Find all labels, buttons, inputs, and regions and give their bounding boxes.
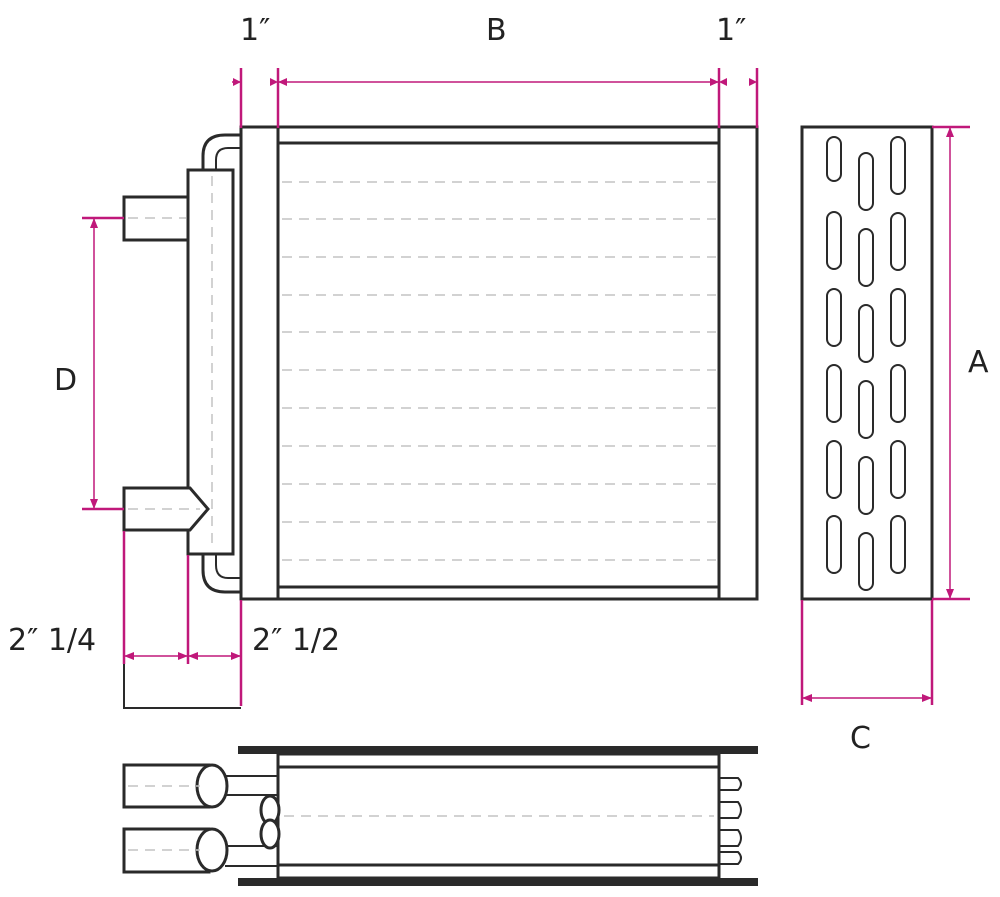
front-view	[122, 125, 759, 601]
depth-c-label: C	[850, 721, 871, 756]
port-spacing-d-label: D	[54, 363, 77, 398]
left-flange-label: 1″	[240, 13, 270, 48]
width-b-label: B	[486, 13, 507, 48]
coil-frame	[239, 125, 759, 601]
header-offset-label: 2″ 1/4	[8, 623, 96, 658]
dimensions	[82, 68, 970, 709]
fin-lines	[282, 181, 716, 561]
header-tube	[186, 168, 235, 556]
side-plate	[800, 125, 934, 601]
bottom-flange	[238, 878, 758, 886]
header-depth-label: 2″ 1/2	[252, 623, 340, 658]
side-view	[800, 125, 934, 601]
labels: 1″ B 1″ A C D 2″ 1/4 2″ 1/2	[8, 13, 989, 756]
tube-holes	[826, 136, 906, 591]
height-a-label: A	[968, 345, 989, 380]
right-flange-label: 1″	[716, 13, 746, 48]
bottom-return-bend	[201, 553, 241, 594]
top-return-bend	[201, 133, 241, 172]
top-flange	[238, 746, 758, 754]
top-view	[122, 746, 758, 886]
